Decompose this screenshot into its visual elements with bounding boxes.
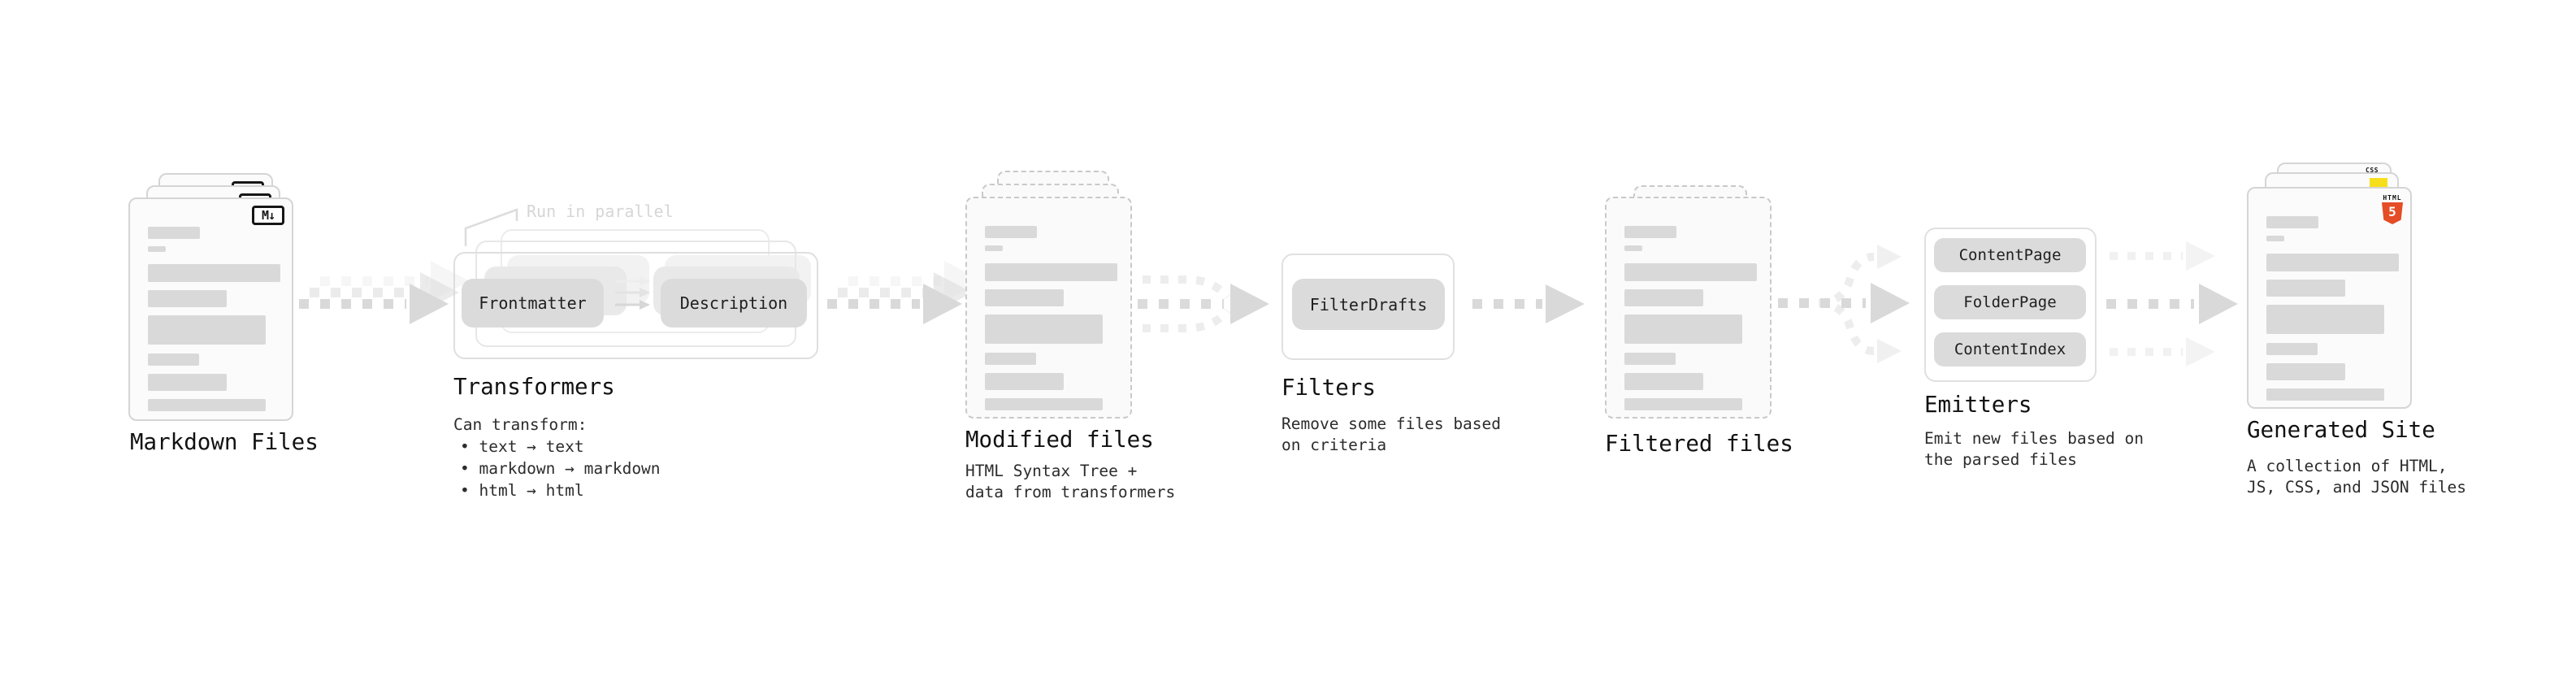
generated-site-stack: CSS HTML 5	[2247, 163, 2412, 410]
filterdrafts-pill-label: FilterDrafts	[1309, 294, 1428, 314]
markdown-file-card-front: M↓	[128, 197, 293, 421]
modified-files-desc-line: HTML Syntax Tree +	[965, 462, 1138, 480]
skeleton-bar	[2266, 363, 2345, 380]
emitters-desc-line: Emit new files based on	[1924, 429, 2144, 448]
skeleton-bar	[985, 245, 1003, 251]
transformers-label: Transformers	[453, 374, 615, 400]
skeleton-bar	[985, 373, 1064, 390]
arrow-markdown-to-transformers	[299, 261, 470, 324]
skeleton-bar	[148, 246, 166, 252]
filtered-files-label: Filtered files	[1605, 431, 1793, 457]
transformers-description: Can transform: • text → text • markdown …	[453, 414, 661, 501]
frontmatter-pill: Frontmatter	[462, 279, 604, 327]
skeleton-bar	[1624, 353, 1676, 365]
skeleton-bar	[148, 399, 266, 411]
filterdrafts-pill: FilterDrafts	[1292, 279, 1445, 330]
markdown-icon: M↓	[252, 206, 284, 225]
skeleton-bar	[148, 264, 280, 282]
html-file-card: HTML 5	[2247, 187, 2412, 409]
frontmatter-pill-label: Frontmatter	[479, 293, 587, 313]
filtered-file-card-front	[1605, 197, 1772, 419]
folderpage-pill: FolderPage	[1934, 285, 2086, 319]
document-skeleton	[130, 199, 292, 411]
description-pill-label: Description	[679, 293, 788, 313]
skeleton-bar	[148, 227, 200, 239]
skeleton-bar	[2266, 343, 2318, 355]
transformers-bullet: • markdown → markdown	[460, 459, 661, 478]
emitters-desc-line: the parsed files	[1924, 450, 2077, 469]
generated-site-desc-line: JS, CSS, and JSON files	[2247, 478, 2467, 497]
html5-shield-icon: 5	[2382, 202, 2403, 224]
skeleton-bar	[2266, 388, 2384, 401]
skeleton-bar	[2266, 305, 2384, 334]
html5-logo: HTML 5	[2382, 194, 2403, 224]
arrow-emitters-to-generated	[2106, 241, 2238, 367]
transformers-bullet: • text → text	[460, 437, 584, 456]
document-skeleton	[967, 198, 1130, 410]
skeleton-bar	[148, 315, 266, 345]
skeleton-bar	[2266, 280, 2345, 297]
skeleton-bar	[1624, 314, 1742, 344]
emitters-label: Emitters	[1924, 392, 2032, 418]
arrow-modified-to-filters	[1138, 275, 1269, 332]
markdown-files-stack: M↓ M↓ M↓	[128, 173, 293, 421]
skeleton-bar	[985, 314, 1103, 344]
filters-desc-line: Remove some files based	[1281, 414, 1502, 433]
folderpage-pill-label: FolderPage	[1963, 293, 2057, 311]
modified-file-card-front	[965, 197, 1132, 419]
skeleton-bar	[1624, 263, 1757, 281]
skeleton-bar	[1624, 373, 1703, 390]
skeleton-bar	[2266, 254, 2399, 271]
skeleton-bar	[1624, 245, 1642, 251]
skeleton-bar	[148, 374, 227, 391]
description-pill: Description	[661, 279, 807, 327]
modified-files-stack	[965, 171, 1132, 419]
filters-desc-line: on criteria	[1281, 436, 1387, 454]
skeleton-bar	[985, 353, 1036, 365]
skeleton-bar	[985, 398, 1103, 410]
transformers-desc-title: Can transform:	[453, 415, 588, 434]
generated-site-description: A collection of HTML, JS, CSS, and JSON …	[2247, 456, 2466, 498]
skeleton-bar	[2266, 216, 2318, 228]
skeleton-bar	[148, 290, 227, 307]
filters-description: Remove some files based on criteria	[1281, 414, 1501, 456]
modified-files-desc-line: data from transformers	[965, 483, 1176, 501]
arrow-transformers-to-modified	[827, 261, 983, 324]
arrow-filters-to-filtered	[1472, 284, 1585, 323]
run-in-parallel-annotation: Run in parallel	[527, 202, 674, 221]
contentindex-pill-label: ContentIndex	[1954, 340, 2066, 358]
filtered-files-stack	[1605, 185, 1772, 421]
contentindex-pill: ContentIndex	[1934, 332, 2086, 367]
transformers-bullet: • html → html	[460, 481, 584, 500]
arrow-filtered-to-emitters	[1778, 245, 1910, 363]
html5-logo-number: 5	[2388, 204, 2396, 219]
skeleton-bar	[1624, 398, 1742, 410]
skeleton-bar	[2266, 236, 2284, 241]
contentpage-pill-label: ContentPage	[1958, 246, 2062, 264]
contentpage-pill: ContentPage	[1934, 238, 2086, 272]
document-skeleton	[1607, 198, 1770, 410]
skeleton-bar	[985, 289, 1064, 306]
markdown-files-label: Markdown Files	[130, 429, 319, 455]
modified-files-label: Modified files	[965, 427, 1154, 453]
skeleton-bar	[985, 226, 1037, 238]
modified-files-description: HTML Syntax Tree + data from transformer…	[965, 461, 1175, 503]
generated-site-label: Generated Site	[2247, 417, 2435, 443]
generated-site-desc-line: A collection of HTML,	[2247, 457, 2448, 475]
emitters-description: Emit new files based on the parsed files	[1924, 428, 2144, 471]
skeleton-bar	[985, 263, 1117, 281]
html5-logo-word: HTML	[2383, 194, 2402, 202]
skeleton-bar	[1624, 289, 1703, 306]
css-badge-label: CSS	[2366, 167, 2379, 174]
document-skeleton	[2249, 189, 2410, 401]
skeleton-bar	[1624, 226, 1676, 238]
skeleton-bar	[148, 354, 199, 366]
filters-label: Filters	[1281, 375, 1376, 401]
javascript-badge	[2370, 178, 2387, 188]
